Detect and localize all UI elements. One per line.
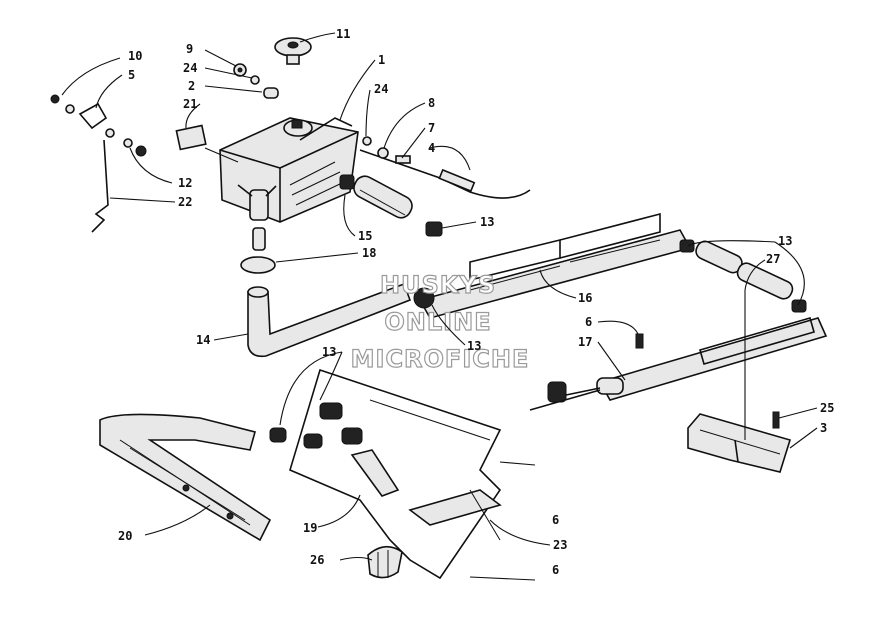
callout-3: 3 (820, 421, 827, 435)
parts-drawing (50, 37, 828, 581)
callout-13-center: 13 (467, 339, 481, 353)
connector-hoses (679, 239, 807, 313)
callout-20: 20 (118, 529, 132, 543)
heat-exchanger-lower (529, 317, 828, 411)
callout-10: 10 (128, 49, 142, 63)
front-heat-exchanger (269, 368, 502, 580)
tank-fasteners (362, 136, 411, 164)
callout-6-lower: 6 (552, 563, 559, 577)
callout-labels: 11 10 5 9 24 2 21 1 24 8 7 4 12 22 13 15… (118, 27, 834, 577)
callout-23: 23 (553, 538, 567, 552)
watermark-line-1: HUSKYS (380, 271, 496, 299)
callout-27: 27 (766, 252, 780, 266)
decal (175, 124, 207, 151)
watermark-line-3: MICROFICHE (351, 345, 530, 373)
callout-15: 15 (358, 229, 372, 243)
radiator-cap (274, 37, 312, 65)
watermark: HUSKYS ONLINE MICROFICHE (350, 270, 530, 373)
callout-21: 21 (183, 97, 197, 111)
callout-26: 26 (310, 553, 324, 567)
callout-24: 24 (183, 61, 197, 75)
callout-9: 9 (186, 42, 193, 56)
callout-13-rear: 13 (778, 234, 792, 248)
callout-17: 17 (578, 335, 592, 349)
pipe-clamp (367, 545, 403, 579)
fitting-hardware (233, 63, 279, 99)
rear-bumper-bracket (687, 411, 792, 473)
short-hose (339, 174, 443, 237)
elbow-hose (247, 282, 412, 358)
callout-16: 16 (578, 291, 592, 305)
callout-22: 22 (178, 195, 192, 209)
callout-4: 4 (428, 141, 435, 155)
callout-13-front: 13 (322, 345, 336, 359)
rivet-upper (635, 333, 644, 349)
callout-13-tank: 13 (480, 215, 494, 229)
callout-2: 2 (188, 79, 195, 93)
callout-6-mid: 6 (552, 513, 559, 527)
callout-7: 7 (428, 121, 435, 135)
watermark-line-2: ONLINE (384, 308, 491, 336)
callout-25: 25 (820, 401, 834, 415)
front-coolant-tube (99, 413, 272, 542)
callout-11: 11 (336, 27, 350, 41)
callout-6-upper: 6 (585, 315, 592, 329)
callout-1: 1 (378, 53, 385, 67)
callout-19: 19 (303, 521, 317, 535)
callout-24-tank: 24 (374, 82, 388, 96)
callout-8: 8 (428, 96, 435, 110)
callout-5: 5 (128, 68, 135, 82)
heat-exchanger-upper (413, 212, 692, 319)
callout-18: 18 (362, 246, 376, 260)
leader-lines (61, 32, 818, 561)
callout-12: 12 (178, 176, 192, 190)
coolant-tank (219, 117, 359, 223)
callout-14: 14 (196, 333, 210, 347)
overflow-hose (359, 149, 531, 199)
hose-clamp (240, 256, 276, 274)
bracket-hardware (50, 94, 147, 233)
